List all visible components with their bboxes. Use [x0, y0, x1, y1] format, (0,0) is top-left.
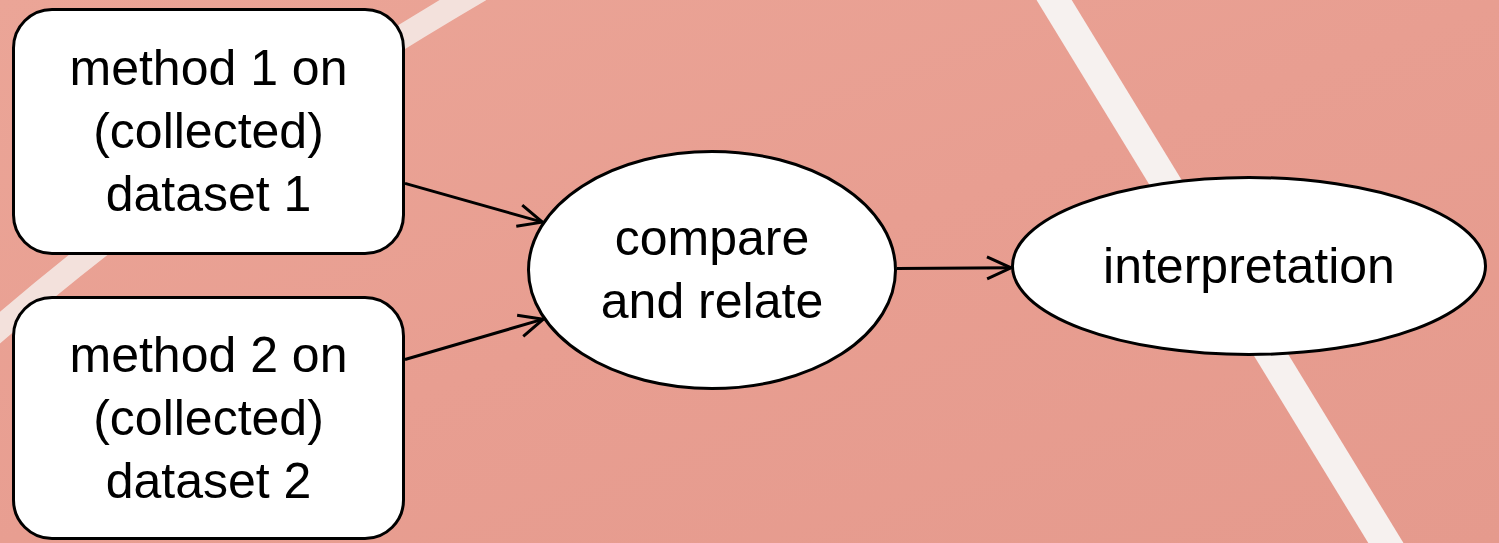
- arrow-head: [516, 205, 542, 226]
- lane-line: [0, 0, 480, 345]
- text-stack: method 2 on (collected) dataset 2: [39, 324, 379, 513]
- process-box: method 1 on (collected) dataset 1: [12, 8, 405, 255]
- process-box: method 2 on (collected) dataset 2: [12, 296, 405, 540]
- arrow-connector: [405, 183, 542, 226]
- process-ellipse: compare and relate: [527, 150, 897, 390]
- arrow-connector: [897, 257, 1011, 279]
- text-stack: method 1 on (collected) dataset 1: [39, 37, 379, 226]
- arrow-connector: [405, 315, 543, 359]
- process-ellipse: interpretation: [1011, 176, 1487, 356]
- arrow-head: [517, 315, 543, 336]
- ellipse-shape: [1013, 178, 1486, 355]
- node-label: method 1 on (collected) dataset 1: [39, 37, 379, 226]
- text-stack: compare and relate: [581, 207, 843, 333]
- ellipse-shape: [529, 152, 896, 389]
- ellipse-outline: [527, 150, 897, 390]
- arrow-head: [987, 257, 1011, 279]
- text-stack: interpretation: [1103, 235, 1395, 298]
- connector-line: [405, 183, 542, 222]
- connector-line: [405, 319, 543, 359]
- node-label: interpretation: [1103, 235, 1395, 298]
- connector-line: [897, 266, 1011, 270]
- node-label: method 2 on (collected) dataset 2: [39, 324, 379, 513]
- node-label: compare and relate: [581, 207, 843, 333]
